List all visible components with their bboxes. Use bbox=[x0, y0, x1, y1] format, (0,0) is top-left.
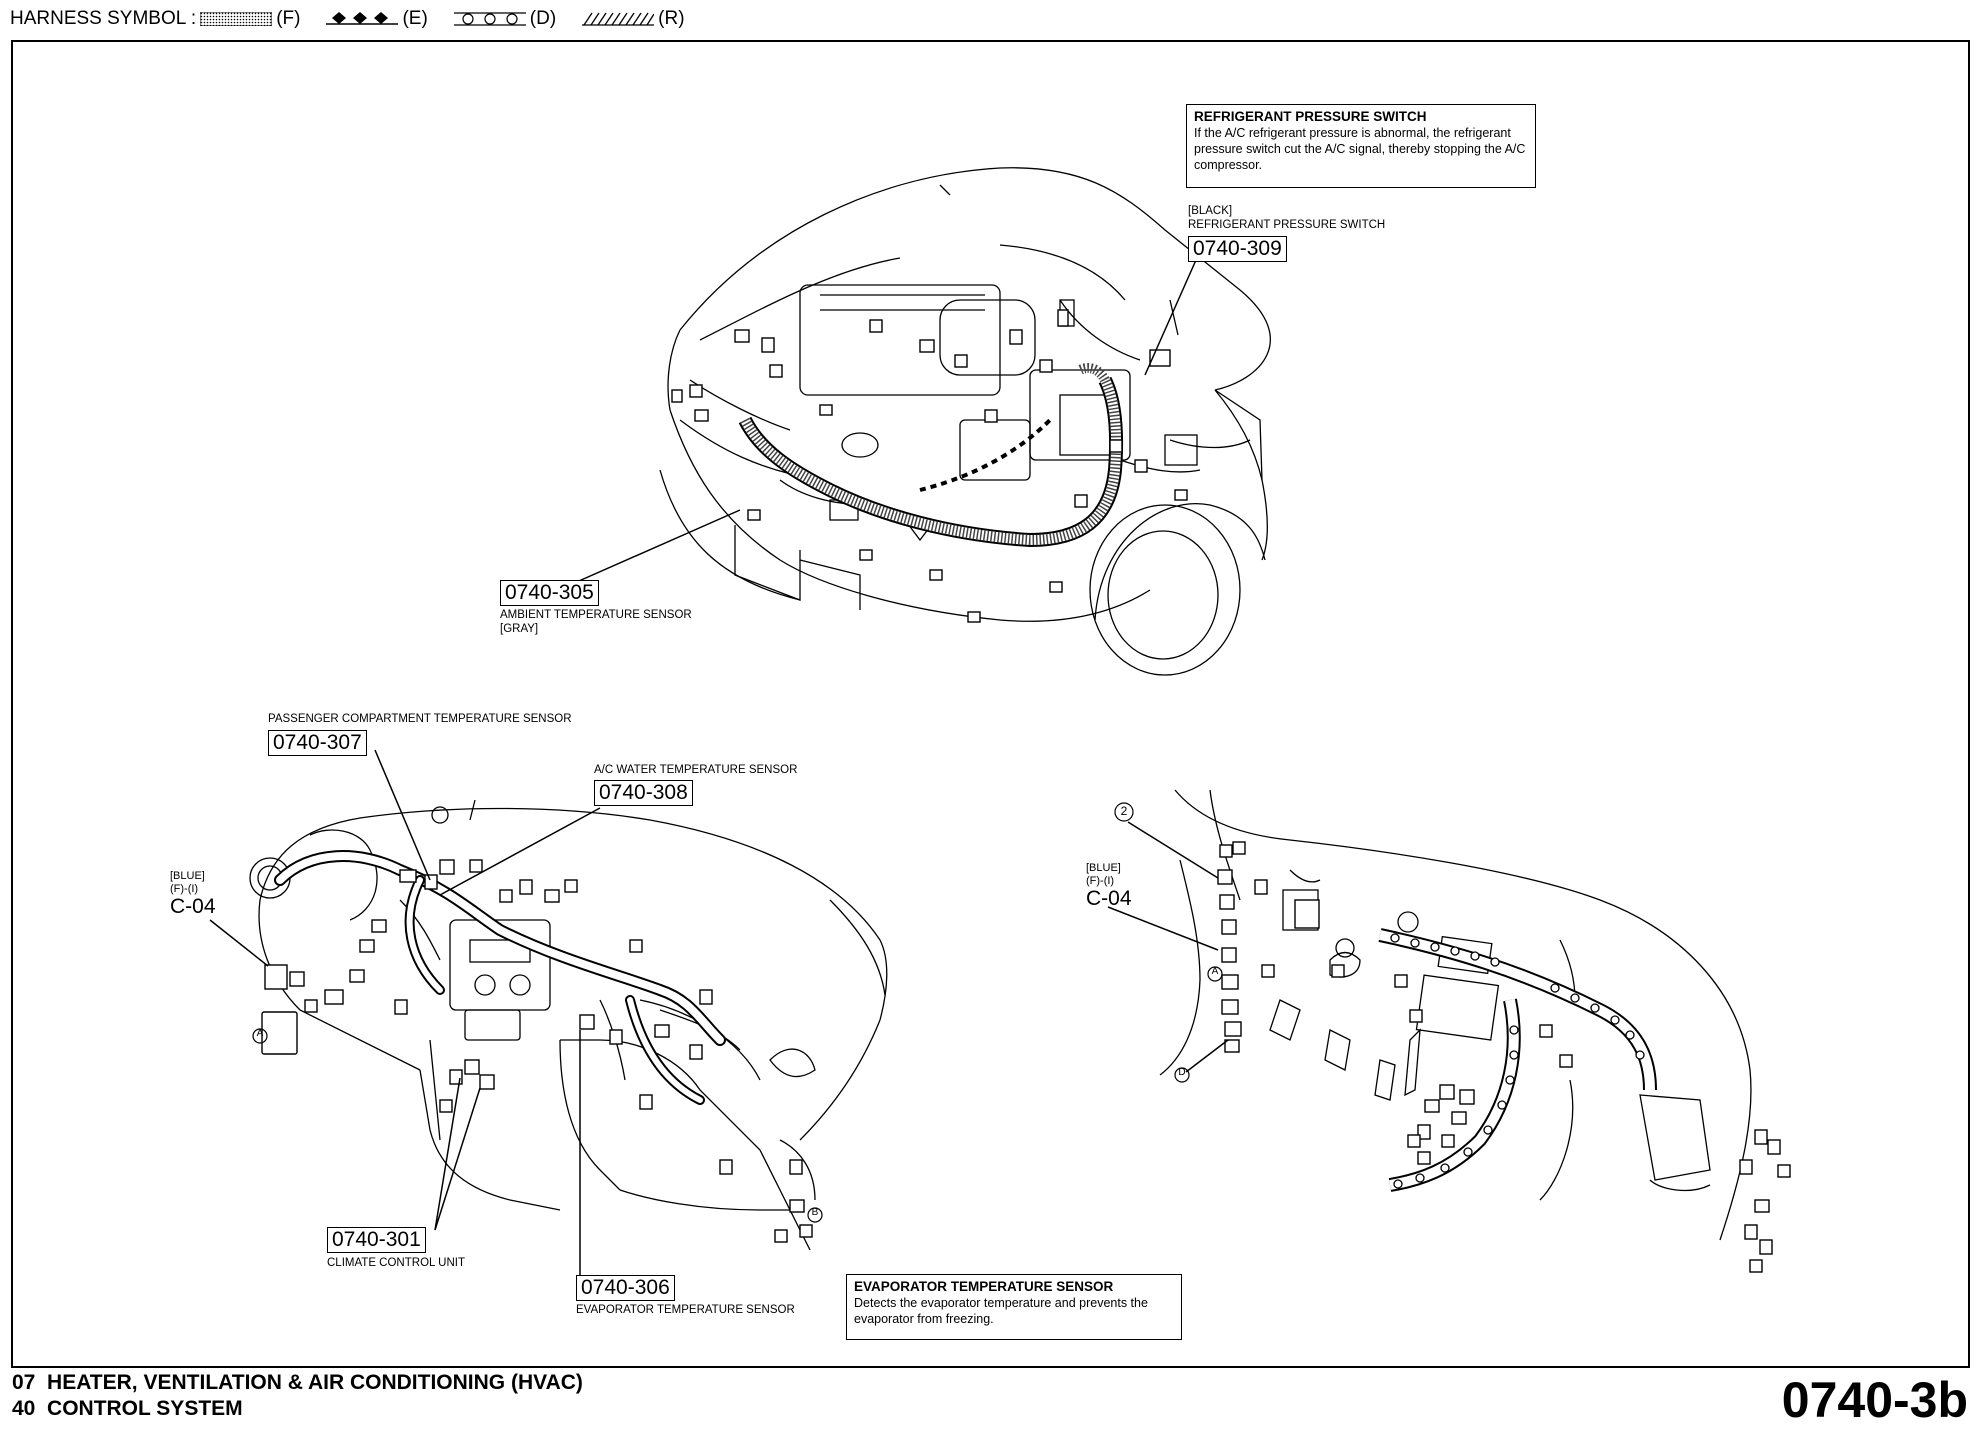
refrigerant-note-title: REFRIGERANT PRESSURE SWITCH bbox=[1194, 109, 1427, 124]
connector-left: [BLUE] (F)-(I) C-04 bbox=[170, 870, 216, 918]
harness-d-circles bbox=[1390, 933, 1645, 1189]
connector-left-color: [BLUE] bbox=[170, 870, 205, 882]
hatched-band-symbol bbox=[582, 12, 655, 26]
refrigerant-note: REFRIGERANT PRESSURE SWITCH If the A/C r… bbox=[1186, 104, 1536, 188]
legend-code-f: (F) bbox=[276, 8, 301, 29]
diagram-frame bbox=[11, 40, 1970, 1368]
dashboard-right-markers bbox=[1114, 802, 1223, 1083]
harness-symbol-legend: HARNESS SYMBOL : (F) (E) (D) (R) bbox=[10, 4, 707, 34]
callout-309-name: REFRIGERANT PRESSURE SWITCH bbox=[1188, 219, 1386, 231]
connector-right: [BLUE] (F)-(I) C-04 bbox=[1086, 862, 1132, 910]
connector-right-id: C-04 bbox=[1086, 887, 1132, 910]
marker-two-right: 2 bbox=[1120, 804, 1128, 818]
refrigerant-note-body: If the A/C refrigerant pressure is abnor… bbox=[1194, 126, 1526, 172]
evaporator-note: EVAPORATOR TEMPERATURE SENSOR Detects th… bbox=[846, 1274, 1182, 1340]
marker-d-right: D bbox=[1178, 1067, 1186, 1078]
circle-chain-symbol bbox=[453, 12, 526, 26]
dashboard-right-connectors bbox=[1217, 841, 1791, 1273]
marker-b-left: B bbox=[811, 1207, 819, 1218]
diamond-chain-symbol bbox=[326, 12, 399, 25]
section-title: 07 HEATER, VENTILATION & AIR CONDITIONIN… bbox=[12, 1370, 583, 1422]
evaporator-note-title: EVAPORATOR TEMPERATURE SENSOR bbox=[854, 1279, 1114, 1294]
legend-code-r: (R) bbox=[658, 8, 685, 29]
evaporator-note-body: Detects the evaporator temperature and p… bbox=[854, 1296, 1148, 1326]
legend-code-e: (E) bbox=[402, 8, 428, 29]
legend-title: HARNESS SYMBOL : bbox=[10, 8, 197, 29]
marker-a-left: A bbox=[256, 1028, 264, 1039]
connector-left-pins: (F)-(I) bbox=[170, 883, 199, 895]
callout-306-name: EVAPORATOR TEMPERATURE SENSOR bbox=[576, 1304, 795, 1316]
dashboard-left-marker-b bbox=[807, 1207, 823, 1223]
marker-a-right: A bbox=[1211, 966, 1219, 977]
callout-306-code: 0740-306 bbox=[576, 1275, 675, 1301]
callout-301-code: 0740-301 bbox=[327, 1227, 426, 1253]
callout-308-name: A/C WATER TEMPERATURE SENSOR bbox=[594, 764, 798, 776]
callout-301-name: CLIMATE CONTROL UNIT bbox=[327, 1257, 466, 1269]
callout-309-code: 0740-309 bbox=[1188, 236, 1287, 262]
connector-right-pins: (F)-(I) bbox=[1086, 875, 1115, 887]
page-number: 0740-3b bbox=[1781, 1372, 1968, 1428]
dashboard-left-drawing bbox=[249, 799, 888, 1251]
section-line-1: 07 HEATER, VENTILATION & AIR CONDITIONIN… bbox=[12, 1371, 583, 1394]
section-line-2: 40 CONTROL SYSTEM bbox=[12, 1397, 243, 1420]
dashboard-left-connectors bbox=[261, 859, 813, 1243]
dashboard-left-marker-a bbox=[252, 1028, 268, 1044]
connector-left-id: C-04 bbox=[170, 895, 216, 918]
legend-code-d: (D) bbox=[529, 8, 557, 29]
engine-bay-connectors bbox=[671, 309, 1188, 623]
callout-305-code: 0740-305 bbox=[500, 580, 599, 606]
callout-305-name: AMBIENT TEMPERATURE SENSOR bbox=[500, 609, 692, 621]
dashboard-right-drawing bbox=[1159, 789, 1752, 1241]
callout-307-name: PASSENGER COMPARTMENT TEMPERATURE SENSOR bbox=[268, 713, 572, 725]
callout-308-code: 0740-308 bbox=[594, 780, 693, 806]
callout-309-color: [BLACK] bbox=[1188, 205, 1233, 217]
connector-right-color: [BLUE] bbox=[1086, 862, 1121, 874]
leader-lines bbox=[209, 259, 1229, 1278]
dotted-band-symbol bbox=[200, 12, 273, 26]
callout-305-color: [GRAY] bbox=[500, 623, 539, 635]
callout-307-code: 0740-307 bbox=[268, 730, 367, 756]
